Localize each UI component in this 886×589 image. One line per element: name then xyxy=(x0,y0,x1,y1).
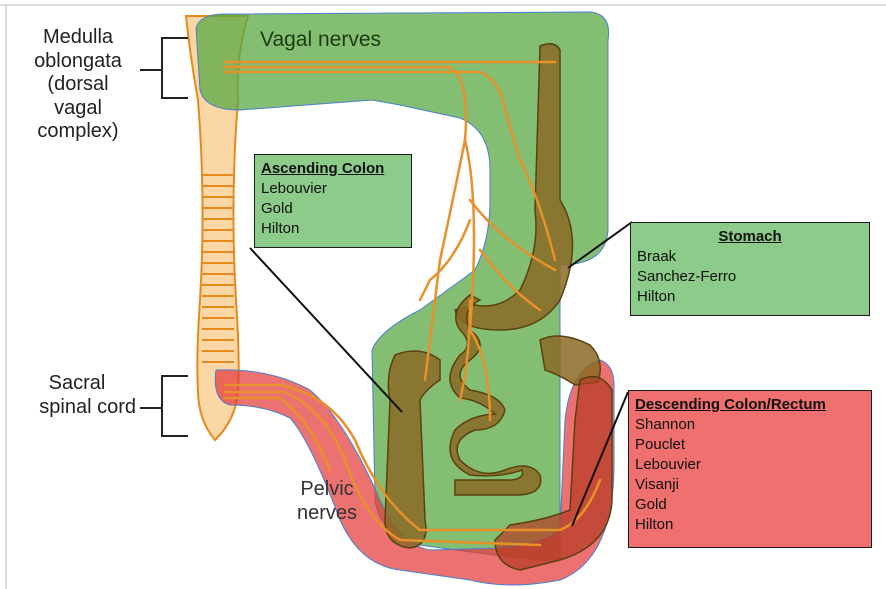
ascending-colon-title: Ascending Colon xyxy=(261,159,405,179)
pelvic-line-2: nerves xyxy=(282,502,372,526)
medulla-line-2: oblongata xyxy=(18,50,138,74)
sacral-label: Sacral spinal cord xyxy=(18,372,136,419)
descending-colon-item: Gold xyxy=(635,495,865,515)
pelvic-line-1: Pelvic xyxy=(282,478,372,502)
ascending-colon-item: Gold xyxy=(261,199,405,219)
descending-colon-title: Descending Colon/Rectum xyxy=(635,395,865,415)
medulla-line-4: vagal xyxy=(18,97,138,121)
descending-colon-item: Hilton xyxy=(635,515,865,535)
descending-colon-item: Shannon xyxy=(635,415,865,435)
ascending-colon-box: Ascending Colon Lebouvier Gold Hilton xyxy=(254,154,412,248)
ascending-colon-item: Lebouvier xyxy=(261,179,405,199)
descending-colon-box: Descending Colon/Rectum Shannon Pouclet … xyxy=(628,390,872,548)
medulla-line-3: (dorsal xyxy=(18,73,138,97)
medulla-line-1: Medulla xyxy=(18,26,138,50)
vagal-nerves-label: Vagal nerves xyxy=(260,28,381,53)
sacral-line-2: spinal cord xyxy=(18,396,136,420)
stomach-item: Sanchez-Ferro xyxy=(637,267,863,287)
descending-colon-item: Lebouvier xyxy=(635,455,865,475)
medulla-bracket xyxy=(140,38,188,98)
descending-colon-item: Visanji xyxy=(635,475,865,495)
stomach-title: Stomach xyxy=(637,227,863,247)
ascending-colon-item: Hilton xyxy=(261,219,405,239)
stomach-item: Braak xyxy=(637,247,863,267)
pelvic-nerves-label: Pelvic nerves xyxy=(282,478,372,525)
medulla-label: Medulla oblongata (dorsal vagal complex) xyxy=(18,26,138,144)
stomach-box: Stomach Braak Sanchez-Ferro Hilton xyxy=(630,222,870,316)
medulla-line-5: complex) xyxy=(18,120,138,144)
stomach-item: Hilton xyxy=(637,287,863,307)
sacral-bracket xyxy=(140,376,188,436)
descending-colon-item: Pouclet xyxy=(635,435,865,455)
sacral-line-1: Sacral xyxy=(18,372,136,396)
